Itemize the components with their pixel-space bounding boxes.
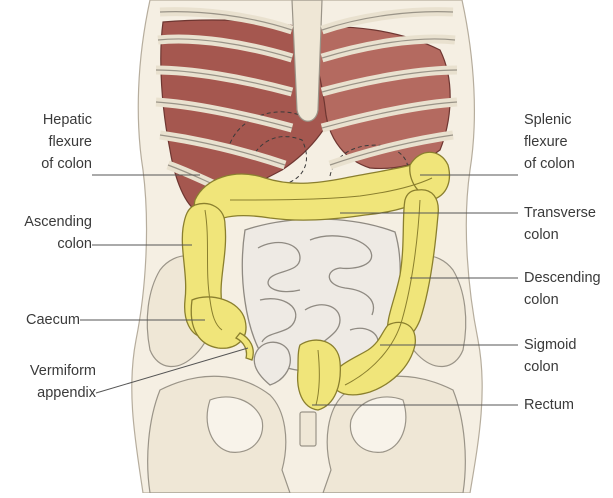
label-vermiform-appendix: Vermiform appendix: [4, 360, 96, 404]
label-ascending-colon: Ascending colon: [6, 211, 92, 255]
label-caecum: Caecum: [10, 309, 80, 331]
label-transverse-colon: Transverse colon: [524, 202, 610, 246]
label-sigmoid-colon: Sigmoid colon: [524, 334, 604, 378]
label-rectum: Rectum: [524, 394, 604, 416]
label-splenic-flexure: Splenic flexure of colon: [524, 109, 604, 175]
sternum: [292, 0, 322, 121]
label-hepatic-flexure: Hepatic flexure of colon: [18, 109, 92, 175]
label-descending-colon: Descending colon: [524, 267, 612, 311]
